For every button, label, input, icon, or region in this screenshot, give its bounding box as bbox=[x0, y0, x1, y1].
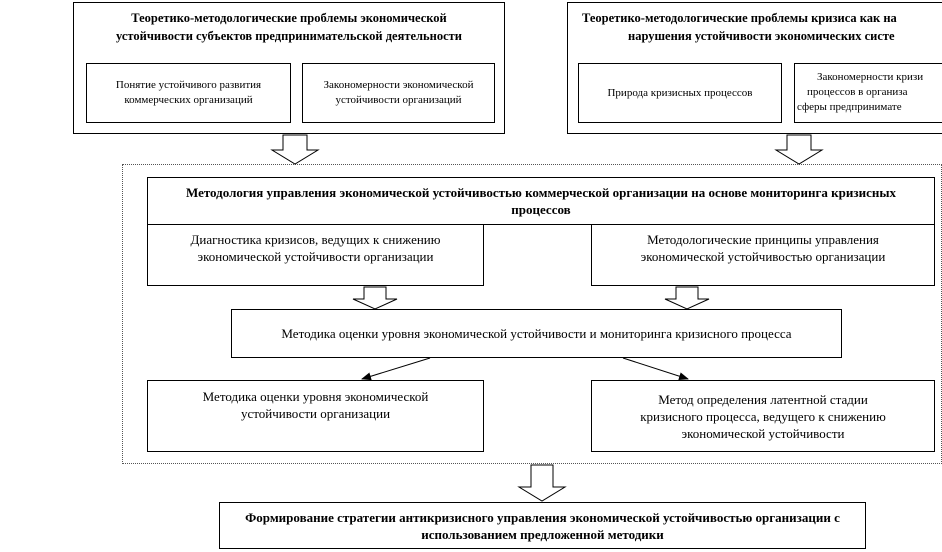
top-left-title-line1: Теоретико-методологические проблемы экон… bbox=[131, 11, 447, 25]
top-left-title-line2: устойчивости субъектов предпринимательск… bbox=[116, 29, 462, 43]
top-left-sub2: Закономерности экономической устойчивост… bbox=[302, 63, 495, 123]
diagnostics-box: Диагностика кризисов, ведущих к снижению… bbox=[147, 224, 484, 286]
latent-stage-method-box: Метод определения латентной стадии кризи… bbox=[591, 380, 935, 452]
block-arrow-final bbox=[517, 464, 567, 502]
final-strategy-box: Формирование стратегии антикризисного уп… bbox=[219, 502, 866, 549]
top-right-title-line2: нарушения устойчивости экономических сис… bbox=[628, 29, 895, 43]
top-right-sub2: Закономерности кризи процессов в организ… bbox=[794, 63, 942, 123]
methodology-title: Методология управления экономической уст… bbox=[147, 177, 935, 225]
assessment-method-box: Методика оценки уровня экономической уст… bbox=[147, 380, 484, 452]
block-arrow-principles bbox=[664, 286, 710, 310]
block-arrow-top-left bbox=[270, 134, 320, 165]
method-center-box: Методика оценки уровня экономической уст… bbox=[231, 309, 842, 358]
top-right-title-line1: Теоретико-методологические проблемы криз… bbox=[582, 11, 897, 25]
top-right-sub1: Природа кризисных процессов bbox=[578, 63, 782, 123]
principles-box: Методологические принципы управления эко… bbox=[591, 224, 935, 286]
arrow-to-assessment bbox=[361, 357, 431, 381]
block-arrow-top-right bbox=[774, 134, 824, 165]
block-arrow-diagnostics bbox=[352, 286, 398, 310]
top-left-sub1: Понятие устойчивого развития коммерчески… bbox=[86, 63, 291, 123]
arrow-to-latent-stage bbox=[622, 357, 689, 381]
